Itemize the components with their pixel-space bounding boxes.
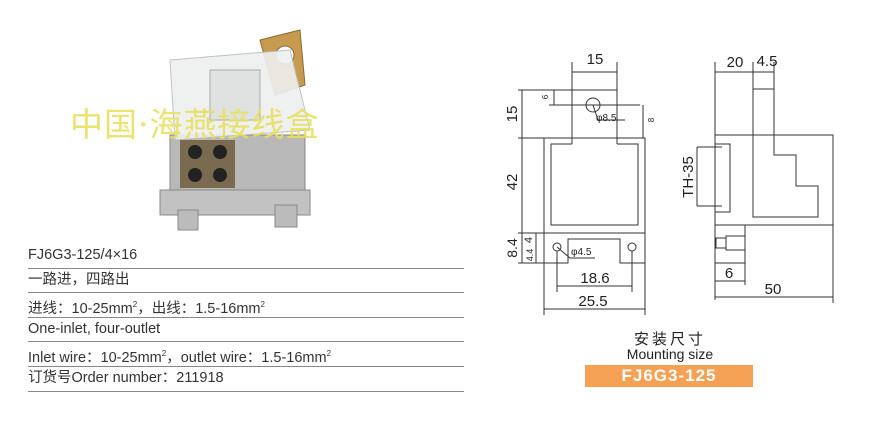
- caption-cn: 安装尺寸: [633, 331, 706, 348]
- superscript: 2: [161, 349, 167, 359]
- dim-depth: 50: [765, 281, 782, 298]
- dim-hole-offset: 6: [541, 94, 550, 99]
- terminal-block-image: [159, 29, 311, 231]
- wire-en-outlet: ，outlet wire：1.5-16mm: [166, 350, 327, 367]
- dim-foot-b: 4.4: [525, 249, 535, 262]
- front-view: [518, 62, 646, 315]
- dim-hole-spacing: 18.6: [580, 270, 609, 287]
- dim-body-height: 42: [504, 174, 521, 191]
- dim-top-width: 15: [587, 51, 604, 68]
- dim-side-c: 6: [725, 265, 733, 282]
- spec-wire-cn: 进线：10-25mm2，出线：1.5-16mm2: [28, 293, 464, 318]
- spec-wire-en: Inlet wire：10-25mm2，outlet wire：1.5-16mm…: [28, 342, 464, 367]
- order-label: 订货号Order number：: [28, 369, 177, 386]
- spec-list: FJ6G3-125/4×16 一路进，四路出 进线：10-25mm2，出线：1.…: [28, 244, 464, 392]
- spec-desc-cn: 一路进，四路出: [28, 269, 464, 294]
- dim-top-height: 15: [504, 106, 521, 123]
- superscript: 2: [132, 300, 138, 310]
- wire-en-inlet: Inlet wire：10-25mm: [28, 350, 162, 367]
- side-view: [696, 62, 834, 303]
- spec-desc-en: One-inlet, four-outlet: [28, 318, 464, 343]
- dim-side-a: 20: [727, 54, 744, 71]
- superscript: 2: [260, 300, 265, 310]
- superscript: 2: [326, 349, 332, 359]
- dim-width: 25.5: [578, 293, 607, 310]
- dim-side-b: 4.5: [757, 53, 778, 70]
- product-photo: [60, 0, 420, 240]
- spec-model: FJ6G3-125/4×16: [28, 244, 464, 269]
- watermark: 中国·海燕接线盒: [70, 105, 320, 144]
- dim-hole-dia: φ8.5: [596, 113, 617, 124]
- model-badge: FJ6G3-125: [585, 365, 753, 387]
- order-number: 211918: [176, 369, 224, 386]
- dim-foot-hole-dia: φ4.5: [571, 247, 592, 258]
- dim-hole-depth: 8: [647, 117, 656, 122]
- spec-order: 订货号Order number：211918: [28, 367, 464, 392]
- dim-foot-height: 8.4: [504, 238, 520, 258]
- caption-en: Mounting size: [626, 346, 714, 362]
- wire-cn-outlet: ，出线：1.5-16mm: [137, 301, 261, 318]
- dim-foot-a: 4: [523, 237, 535, 243]
- wire-cn-inlet: 进线：10-25mm: [28, 301, 133, 318]
- dim-rail: TH-35: [680, 156, 697, 198]
- dimension-labels: 15 15 42 6 8 φ8.5 8.4 4 4.4 φ4.5 18.6 25…: [504, 51, 781, 310]
